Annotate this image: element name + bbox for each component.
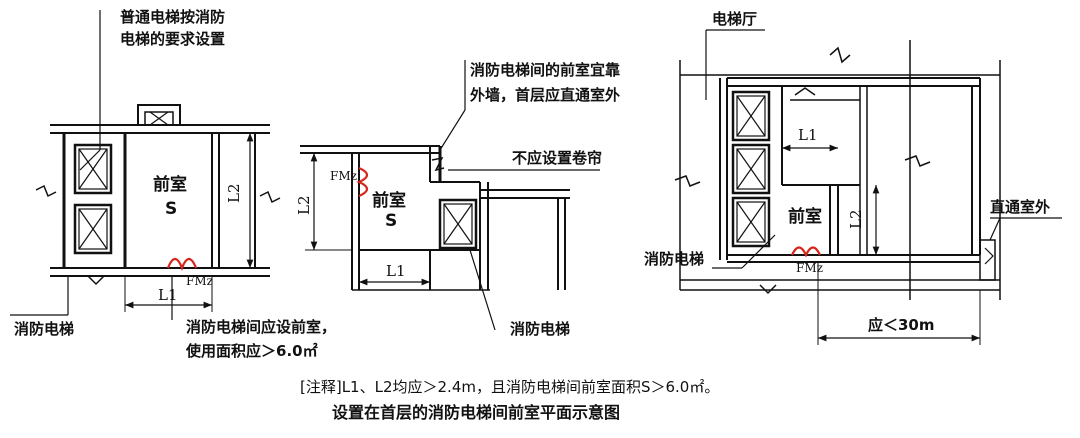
middle-room-symbol: S (385, 211, 397, 231)
left-walls (35, 104, 281, 286)
left-l2-label: L2 (225, 183, 243, 203)
middle-label-fire-elevator: 消防电梯 (469, 249, 570, 338)
right-door-fmz: FMz (791, 246, 823, 275)
right-door-label: FMz (796, 261, 823, 275)
right-walls (674, 40, 1001, 300)
right-dim-l2: L2 (847, 185, 880, 255)
left-callout-line1: 普通电梯按消防 (120, 8, 225, 26)
right-fire-elevator-text: 消防电梯 (644, 250, 704, 268)
middle-exterior-line2: 外墙，首层应直通室外 (469, 86, 620, 104)
middle-dim-l2: L2 (295, 153, 352, 251)
right-dim-distance: 应＜30m (817, 262, 981, 345)
right-l1-label: L1 (798, 126, 818, 144)
middle-room-name: 前室 (372, 190, 406, 211)
middle-no-shutter-text: 不应设置卷帘 (512, 149, 602, 167)
left-anteroom-line1: 消防电梯间应设前室， (186, 318, 336, 336)
right-direct-exit-text: 直通室外 (990, 198, 1050, 216)
right-label-direct-exit: 直通室外 (989, 198, 1062, 241)
left-callout-line2: 电梯的要求设置 (120, 30, 225, 48)
diagram-note: [注释]L1、L2均应＞2.4m，且消防电梯间前室面积S＞6.0㎡。 (300, 378, 719, 396)
middle-plan: FMz 前室 S L2 L1 消防电梯间的前室宜靠 外墙，首层应直通室外 不应设… (295, 60, 620, 338)
left-dim-l1: L1 (124, 276, 213, 312)
right-l2-label: L2 (847, 209, 865, 229)
middle-door-fmz: FMz (330, 166, 369, 198)
left-plan: FMz 前室 S L2 L1 普通电梯按消防 电梯的要求设置 消防电梯 (10, 8, 336, 360)
middle-fire-elevator-text: 消防电梯 (510, 320, 570, 338)
middle-door-label: FMz (330, 169, 357, 183)
middle-l2-label: L2 (295, 195, 313, 215)
middle-callout-exterior: 消防电梯间的前室宜靠 外墙，首层应直通室外 (439, 60, 620, 151)
right-label-lobby: 电梯厅 (705, 10, 765, 100)
left-dim-l2: L2 (225, 133, 254, 268)
left-room-symbol: S (165, 199, 177, 219)
right-plan: FMz 前室 L1 L2 电梯厅 消防电梯 直通室外 (644, 10, 1062, 345)
left-door-fmz: FMz (166, 257, 213, 288)
left-fire-elevator-text: 消防电梯 (14, 320, 74, 338)
left-door-label: FMz (186, 274, 213, 288)
right-label-fire-elevator: 消防电梯 (644, 234, 776, 269)
right-dim-l1: L1 (782, 126, 838, 152)
left-anteroom-line2: 使用面积应＞6.0㎡ (185, 342, 318, 360)
right-lobby-text: 电梯厅 (712, 10, 757, 28)
middle-exterior-line1: 消防电梯间的前室宜靠 (470, 61, 620, 79)
right-room-name: 前室 (788, 206, 822, 227)
left-room-name: 前室 (153, 174, 187, 195)
left-label-fire-elevator: 消防电梯 (10, 275, 74, 338)
middle-callout-no-shutter: 不应设置卷帘 (448, 149, 602, 171)
middle-dim-l1: L1 (359, 262, 430, 286)
left-l1-label: L1 (158, 286, 178, 304)
middle-l1-label: L1 (386, 262, 406, 280)
right-distance-text: 应＜30m (868, 316, 935, 334)
left-callout-anteroom: 消防电梯间应设前室， 使用面积应＞6.0㎡ (171, 275, 336, 360)
diagram-caption: 设置在首层的消防电梯间前室平面示意图 (332, 403, 620, 422)
left-callout-general: 普通电梯按消防 电梯的要求设置 (79, 8, 225, 171)
middle-walls (300, 145, 570, 291)
